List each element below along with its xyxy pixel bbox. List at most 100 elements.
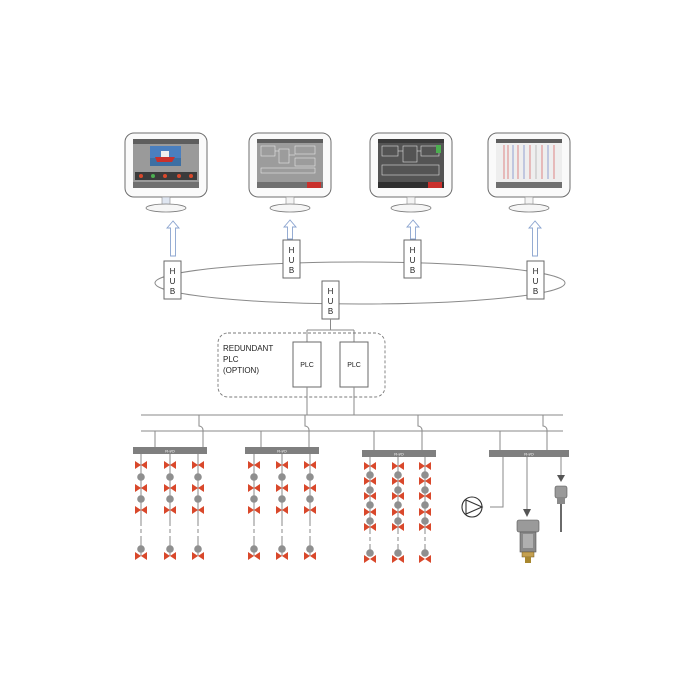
valve-icon [164,506,176,514]
actuator-icon [394,501,402,509]
hub-letter: B [328,307,333,316]
valve-icon [276,506,288,514]
actuator-icon [366,517,374,525]
rio-label: R-I/O [524,452,534,457]
valve-icon [192,484,204,492]
monitor-3 [369,132,453,213]
plc-b-label: PLC [347,362,361,369]
hub-letter: H [533,267,539,276]
up-arrow-icon [283,219,297,240]
actuator-icon [137,545,145,553]
rio-1: R-I/O [133,447,207,454]
actuator-icon [194,545,202,553]
rio-label: R-I/O [277,449,287,454]
hub-letter: H [170,267,176,276]
valve-icon [248,461,260,469]
valve-icon [192,461,204,469]
valve-icon [419,508,431,516]
hub-5: H U B [321,280,340,320]
valve-icon [304,484,316,492]
hub-2: H U B [282,239,301,279]
rio-label: R-I/O [165,449,175,454]
redundant-label: REDUNDANT [223,344,273,353]
hub-letter: B [289,266,294,275]
actuator-icon [366,486,374,494]
monitor-screen [257,139,323,188]
hub-letter: U [289,256,295,265]
valve-icon [392,523,404,531]
plc-a-label: PLC [300,362,314,369]
actuator-icon [394,486,402,494]
valve-icon [392,508,404,516]
valve-icon [304,461,316,469]
valve-icon [419,555,431,563]
actuator-icon [306,495,314,503]
valve-icon [135,484,147,492]
plc-option-label: PLC [223,355,239,364]
valve-icon [419,523,431,531]
monitor-1 [124,132,208,213]
actuator-icon [366,501,374,509]
valve-icon [392,492,404,500]
rio-4: R-I/O [489,450,569,457]
actuator-icon [306,473,314,481]
actuator-icon [194,473,202,481]
hub-letter: H [328,287,334,296]
actuator-icon [394,471,402,479]
hub-letter: H [410,246,416,255]
valve-icon [276,461,288,469]
actuator-icon [137,495,145,503]
monitor-screen [496,139,562,188]
actuator-icon [366,549,374,557]
monitor-base [269,203,311,213]
actuator-icon [250,495,258,503]
actuator-icon [250,545,258,553]
valve-icon [304,552,316,560]
hub-letter: U [170,277,176,286]
actuator-icon [366,471,374,479]
actuator-icon [394,549,402,557]
valve-icon [164,552,176,560]
valve-icon [392,555,404,563]
monitor-2 [248,132,332,213]
valve-icon [392,462,404,470]
valve-icon [192,506,204,514]
pressure-transmitter-icon [516,519,540,563]
valve-icon [364,492,376,500]
monitor-base [508,203,550,213]
valve-icon [135,552,147,560]
valve-icon [276,552,288,560]
valve-icon [276,484,288,492]
actuator-icon [421,471,429,479]
valve-icon [248,552,260,560]
valve-icon [392,477,404,485]
up-arrow-icon [528,220,542,257]
hub-letter: U [410,256,416,265]
option-label: (OPTION) [223,366,259,375]
monitor-base [145,203,187,213]
actuator-icon [194,495,202,503]
actuator-icon [278,545,286,553]
rio-2: R-I/O [245,447,319,454]
actuator-icon [166,545,174,553]
hub-letter: B [170,287,175,296]
actuator-icon [137,473,145,481]
up-arrow-icon [406,219,420,240]
actuator-icon [306,545,314,553]
hub-letter: U [328,297,334,306]
actuator-icon [166,495,174,503]
valve-chains [135,454,431,563]
hub-1: H U B [163,260,182,300]
valve-icon [164,461,176,469]
valve-icon [419,477,431,485]
actuator-icon [421,486,429,494]
valve-icon [304,506,316,514]
actuator-icon [250,473,258,481]
valve-icon [364,462,376,470]
actuator-icon [278,495,286,503]
monitor-screen [378,139,444,188]
valve-icon [164,484,176,492]
valve-icon [135,506,147,514]
